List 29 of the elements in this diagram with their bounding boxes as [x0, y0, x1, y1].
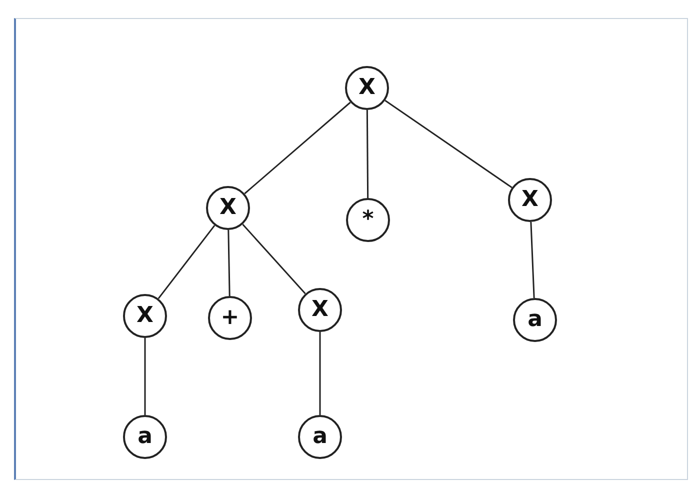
node-label: X — [136, 305, 154, 327]
tree-node-circle — [123, 294, 167, 338]
node-label: + — [220, 307, 240, 329]
node-label: a — [312, 426, 328, 448]
tree-node-circle — [123, 415, 167, 459]
tree-edge — [158, 224, 216, 300]
tree-edge — [144, 338, 146, 415]
tree-node-circle — [208, 296, 252, 340]
tree-edge — [319, 332, 321, 415]
node-label: X — [522, 189, 538, 211]
tree-edge — [228, 230, 230, 296]
tree-edge — [244, 102, 351, 194]
tree-node-circle — [206, 186, 250, 230]
tree-node-circle — [346, 198, 390, 242]
tree-node-circle — [298, 288, 342, 332]
tree-edge — [242, 224, 306, 294]
node-label: X — [358, 77, 376, 99]
node-label: X — [220, 197, 236, 219]
tree-edge — [530, 222, 535, 298]
tree-node-circle — [513, 298, 557, 342]
node-label: a — [528, 309, 542, 331]
tree-edge — [384, 100, 512, 188]
node-label: a — [138, 426, 152, 448]
tree-edge — [366, 110, 369, 198]
node-label: X — [312, 299, 328, 321]
tree-node-circle — [508, 178, 552, 222]
tree-node-circle — [345, 66, 389, 110]
node-label: * — [362, 209, 374, 231]
tree-node-circle — [298, 415, 342, 459]
